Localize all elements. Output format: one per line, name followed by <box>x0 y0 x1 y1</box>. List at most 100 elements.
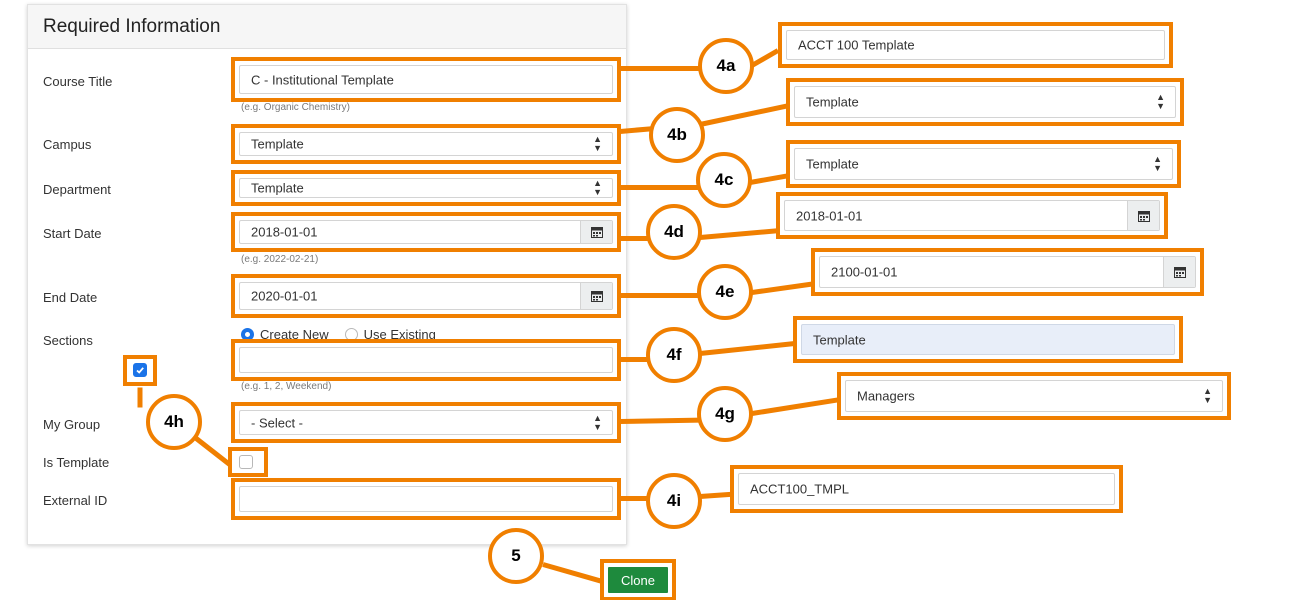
callout-badge-5: 5 <box>488 528 544 584</box>
connector-4g-right <box>751 396 842 416</box>
select-caret-icon: ▲▼ <box>593 178 602 197</box>
calendar-button[interactable] <box>1163 257 1195 287</box>
callout-badge-4a: 4a <box>698 38 754 94</box>
connector-4f-right <box>699 340 800 356</box>
course-title-value: C - Institutional Template <box>251 72 394 87</box>
callout-4e-input[interactable]: 2100-01-01 <box>819 256 1196 288</box>
callout-4c-box: Template ▲▼ <box>786 140 1181 188</box>
connector-4a-right <box>750 48 780 68</box>
connector-4b-right <box>699 101 799 127</box>
department-value: Template <box>251 180 304 196</box>
callout-4a-box: ACCT 100 Template <box>778 22 1173 68</box>
connector-4g-left <box>619 417 701 424</box>
connector-4h-up <box>137 387 143 408</box>
calendar-button[interactable] <box>1127 201 1159 230</box>
connector-4a-left <box>620 66 700 71</box>
campus-select[interactable]: Template ▲▼ <box>239 132 613 156</box>
callout-badge-4d: 4d <box>646 204 702 260</box>
start-date-value: 2018-01-01 <box>251 224 318 240</box>
department-highlight: Template ▲▼ <box>231 170 621 206</box>
connector-4d-right <box>699 227 785 240</box>
callout-4h-box <box>123 355 157 386</box>
my-group-label: My Group <box>43 417 101 432</box>
callout-4d-value: 2018-01-01 <box>796 208 863 223</box>
connector-4e-left <box>620 293 700 298</box>
select-caret-icon: ▲▼ <box>593 134 602 153</box>
sections-highlight <box>231 339 621 381</box>
callout-badge-4g: 4g <box>697 386 753 442</box>
calendar-button[interactable] <box>580 221 612 243</box>
connector-5 <box>542 562 604 584</box>
calendar-icon <box>591 291 603 302</box>
callout-4f-input[interactable]: Template <box>801 324 1175 355</box>
select-caret-icon: ▲▼ <box>1203 386 1212 405</box>
callout-4d-box: 2018-01-01 <box>776 192 1168 239</box>
callout-4b-box: Template ▲▼ <box>786 78 1184 126</box>
callout-4g-select[interactable]: Managers ▲▼ <box>845 380 1223 412</box>
is-template-highlight <box>228 447 268 477</box>
callout-badge-4i: 4i <box>646 473 702 529</box>
campus-highlight: Template ▲▼ <box>231 124 621 164</box>
course-title-hint: (e.g. Organic Chemistry) <box>241 102 350 113</box>
card-title: Required Information <box>43 16 221 37</box>
my-group-select[interactable]: - Select - ▲▼ <box>239 410 613 435</box>
is-template-checkbox[interactable] <box>239 455 253 469</box>
calendar-button[interactable] <box>580 283 612 309</box>
start-date-highlight: 2018-01-01 <box>231 212 621 252</box>
callout-4i-box: ACCT100_TMPL <box>730 465 1123 513</box>
start-date-input[interactable]: 2018-01-01 <box>239 220 613 244</box>
callout-4h-checkbox[interactable] <box>133 363 147 377</box>
connector-4d-left <box>620 236 650 241</box>
callout-badge-4h: 4h <box>146 394 202 450</box>
callout-4a-value: ACCT 100 Template <box>798 37 915 53</box>
callout-badge-4c: 4c <box>696 152 752 208</box>
connector-4c-left <box>620 185 700 190</box>
end-date-highlight: 2020-01-01 <box>231 274 621 318</box>
card-header: Required Information <box>28 5 626 49</box>
external-id-input[interactable] <box>239 486 613 512</box>
start-date-label: Start Date <box>43 226 102 241</box>
campus-label: Campus <box>43 137 92 152</box>
sections-input[interactable] <box>239 347 613 373</box>
connector-4i-left <box>620 496 650 501</box>
callout-4d-input[interactable]: 2018-01-01 <box>784 200 1160 231</box>
callout-badge-4b: 4b <box>649 107 705 163</box>
callout-4f-box: Template <box>793 316 1183 363</box>
callout-4a-input[interactable]: ACCT 100 Template <box>786 30 1165 60</box>
use-existing-label: Use Existing <box>363 327 436 342</box>
my-group-highlight: - Select - ▲▼ <box>231 402 621 443</box>
callout-4c-select[interactable]: Template ▲▼ <box>794 148 1173 180</box>
callout-4c-value: Template <box>806 156 859 172</box>
sections-hint: (e.g. 1, 2, Weekend) <box>241 381 332 392</box>
connector-4f-left <box>620 357 650 362</box>
end-date-value: 2020-01-01 <box>251 288 318 304</box>
my-group-value: - Select - <box>251 415 304 430</box>
clone-highlight: Clone <box>600 559 676 600</box>
callout-4i-value: ACCT100_TMPL <box>750 481 849 497</box>
course-title-label: Course Title <box>43 74 113 89</box>
create-new-label: Create New <box>260 327 329 342</box>
select-caret-icon: ▲▼ <box>1156 92 1165 111</box>
callout-badge-4e: 4e <box>697 264 753 320</box>
end-date-label: End Date <box>43 290 98 305</box>
external-id-highlight <box>231 478 621 520</box>
course-title-input[interactable]: C - Institutional Template <box>239 65 613 94</box>
callout-4f-value: Template <box>813 332 866 347</box>
calendar-icon <box>1138 210 1150 222</box>
course-title-highlight: C - Institutional Template <box>231 57 621 102</box>
start-date-hint: (e.g. 2022-02-21) <box>241 254 319 265</box>
checkbox-check-icon <box>136 367 144 374</box>
clone-button[interactable]: Clone <box>608 567 668 593</box>
callout-4g-box: Managers ▲▼ <box>837 372 1231 420</box>
department-label: Department <box>43 182 111 197</box>
callout-4e-value: 2100-01-01 <box>831 264 898 280</box>
callout-4g-value: Managers <box>857 388 915 404</box>
callout-4b-select[interactable]: Template ▲▼ <box>794 86 1176 118</box>
department-select[interactable]: Template ▲▼ <box>239 178 613 198</box>
end-date-input[interactable]: 2020-01-01 <box>239 282 613 310</box>
callout-4i-input[interactable]: ACCT100_TMPL <box>738 473 1115 505</box>
calendar-icon <box>1174 267 1186 278</box>
callout-4b-value: Template <box>806 94 859 110</box>
campus-value: Template <box>251 136 304 152</box>
callout-badge-4f: 4f <box>646 327 702 383</box>
